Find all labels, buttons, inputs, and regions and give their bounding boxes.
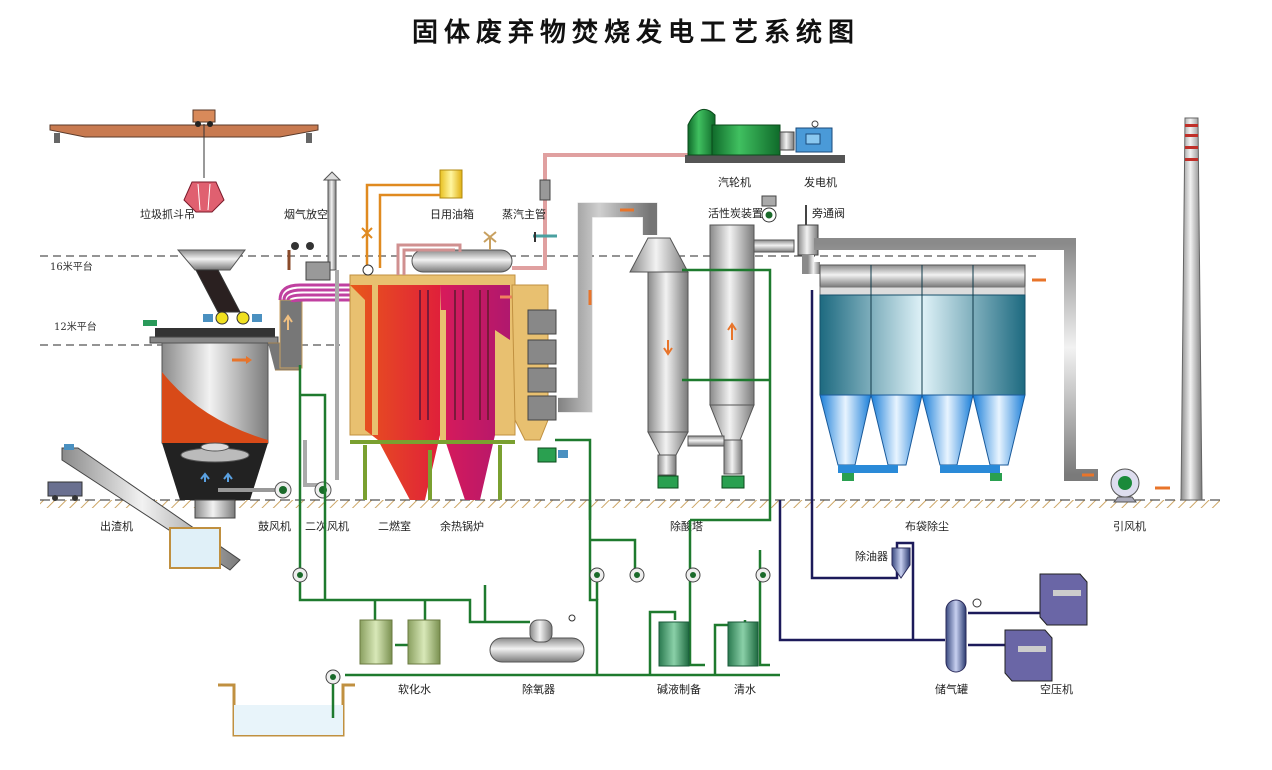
economizer [511, 284, 568, 463]
activated-carbon-label: 活性炭装置 [708, 206, 763, 220]
blower-label: 鼓风机 [258, 519, 291, 533]
secondary-chamber-label: 二燃室 [378, 519, 411, 533]
incinerator[interactable] [143, 249, 279, 519]
bag-filter-duct [802, 238, 1185, 494]
waste-heat-boiler-label: 余热锅炉 [440, 519, 484, 533]
main-steam-pipe[interactable] [512, 153, 695, 270]
air-lines [778, 290, 1040, 647]
slag-remover-label: 出渣机 [100, 519, 133, 533]
deacid-tower[interactable] [629, 224, 755, 489]
clean-water-tank[interactable] [727, 621, 759, 667]
generator-label: 发电机 [804, 175, 837, 189]
grab-crane-label: 垃圾抓斗吊 [140, 207, 195, 221]
steam-drum [396, 231, 513, 275]
daily-oil-tank[interactable] [361, 169, 463, 276]
steam-turbine-label: 汽轮机 [718, 175, 751, 189]
platform-12m-label: 12米平台 [54, 320, 97, 333]
main-steam-pipe-label: 蒸汽主管 [502, 207, 546, 221]
deaerator-label: 除氧器 [522, 682, 555, 696]
generator[interactable] [795, 120, 833, 153]
alkali-prep-label: 碱液制备 [657, 682, 701, 696]
activated-carbon-unit[interactable] [753, 195, 795, 253]
secondary-chamber-boiler[interactable] [349, 274, 516, 500]
pump-group[interactable] [292, 567, 771, 685]
platform-16m-label: 16米平台 [50, 260, 93, 273]
alkali-prep-tank[interactable] [658, 621, 690, 667]
chimney [1180, 117, 1203, 501]
bag-filter[interactable] [819, 264, 1026, 481]
deacid-tower-label: 除酸塔 [670, 519, 703, 533]
flue-vent-stack [287, 171, 342, 281]
air-compressor-label: 空压机 [1040, 682, 1073, 696]
air-tank[interactable] [945, 598, 982, 673]
diagram-title: 固体废弃物焚烧发电工艺系统图 [411, 18, 860, 48]
slag-remover[interactable] [47, 444, 241, 571]
air-tank-label: 储气罐 [935, 682, 968, 696]
steam-turbine[interactable] [685, 108, 845, 163]
flue-duct [268, 283, 352, 371]
softened-water-label: 软化水 [398, 682, 431, 696]
oil-remover-label: 除油器 [855, 549, 888, 563]
flue-vent-label: 烟气放空 [284, 207, 328, 221]
bypass-valve-label: 旁通阀 [812, 206, 845, 220]
daily-oil-tank-label: 日用油箱 [430, 207, 474, 221]
water-pool [218, 683, 355, 737]
induced-fan-label: 引风机 [1113, 519, 1146, 533]
oil-remover[interactable] [891, 547, 911, 579]
secondary-fan-label: 二次风机 [305, 519, 349, 533]
deaerator[interactable] [489, 614, 585, 663]
air-compressor-1[interactable] [1039, 573, 1088, 626]
grab-crane[interactable] [49, 109, 319, 213]
bag-filter-label: 布袋除尘 [905, 519, 949, 533]
blower[interactable] [218, 481, 292, 499]
flue-pipe [558, 202, 658, 413]
clean-water-label: 清水 [734, 683, 756, 696]
induced-fan[interactable] [1110, 468, 1140, 503]
air-compressor-2[interactable] [1004, 629, 1053, 682]
softened-water-tanks[interactable] [359, 619, 441, 665]
secondary-fan[interactable] [303, 270, 339, 499]
